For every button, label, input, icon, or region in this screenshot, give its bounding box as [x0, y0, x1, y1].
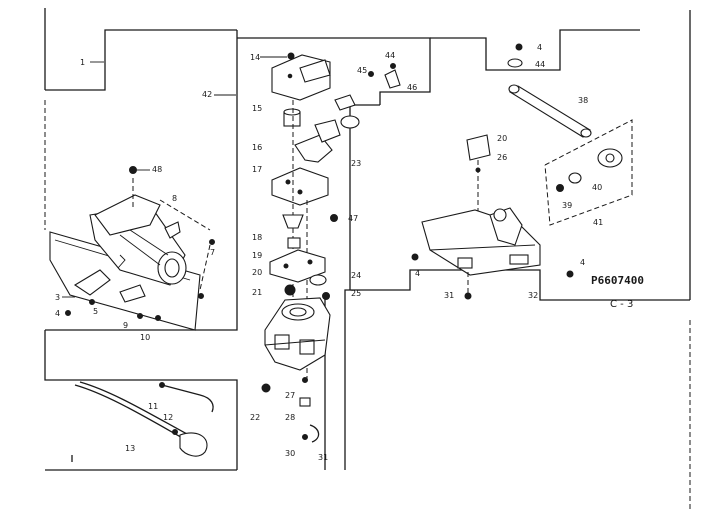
callout-15: 15 [252, 104, 262, 113]
callout-42: 42 [202, 90, 212, 99]
callout-20-right: 20 [497, 134, 507, 143]
callout-44-top: 44 [535, 60, 545, 69]
callout-31-right: 31 [444, 291, 454, 300]
callout-47: 47 [348, 214, 358, 223]
boundary-lines [44, 8, 691, 510]
callout-39: 39 [562, 201, 572, 210]
callout-44-center: 44 [385, 51, 395, 60]
callout-13: 13 [125, 444, 135, 453]
callout-11: 11 [148, 402, 158, 411]
callout-7: 7 [210, 248, 215, 257]
valve-assembly: 14 15 16 44 45 46 23 17 18 19 47 [202, 51, 417, 462]
callout-45: 45 [357, 66, 367, 75]
callout-4-right: 4 [415, 269, 420, 278]
model-reference: P6607400 C - 3 [591, 274, 644, 310]
top-right-fasteners: 4 44 [507, 43, 545, 69]
callout-group-1: 1 [80, 58, 104, 67]
callout-17: 17 [252, 165, 262, 174]
callout-30: 30 [285, 449, 295, 458]
callout-20-center: 20 [252, 268, 262, 277]
callout-40: 40 [592, 183, 602, 192]
callout-4-left: 4 [55, 309, 60, 318]
callout-14: 14 [250, 53, 260, 62]
callout-4-top: 4 [537, 43, 542, 52]
thermocouple-assembly: 11 12 13 [74, 381, 214, 457]
callout-31-center: 31 [318, 453, 328, 462]
callout-18: 18 [252, 233, 262, 242]
callout-46: 46 [407, 83, 417, 92]
callout-28: 28 [285, 413, 295, 422]
callout-19: 19 [252, 251, 262, 260]
left-burner-assembly: 48 8 7 3 4 5 9 10 [49, 165, 215, 342]
callout-24: 24 [351, 271, 361, 280]
callout-3: 3 [55, 293, 60, 302]
callout-8: 8 [172, 194, 177, 203]
callout-38: 38 [578, 96, 588, 105]
callout-16: 16 [252, 143, 262, 152]
callout-25: 25 [351, 289, 361, 298]
callout-10: 10 [140, 333, 150, 342]
callout-5: 5 [93, 307, 98, 316]
callout-22: 22 [250, 413, 260, 422]
callout-41: 41 [593, 218, 603, 227]
callout-23-top: 23 [351, 159, 361, 168]
callout-4-far: 4 [580, 258, 585, 267]
callout-32: 32 [528, 291, 538, 300]
model-number: P6607400 [591, 274, 644, 287]
callout-48: 48 [152, 165, 162, 174]
callout-9: 9 [123, 321, 128, 330]
sheet-reference: C - 3 [610, 299, 633, 310]
callout-27: 27 [285, 391, 295, 400]
right-bracket-assembly: 38 40 39 41 20 26 4 4 31 32 [411, 84, 633, 300]
callout-12: 12 [163, 413, 173, 422]
callout-1: 1 [80, 58, 85, 67]
callout-26: 26 [497, 153, 507, 162]
callout-21: 21 [252, 288, 262, 297]
